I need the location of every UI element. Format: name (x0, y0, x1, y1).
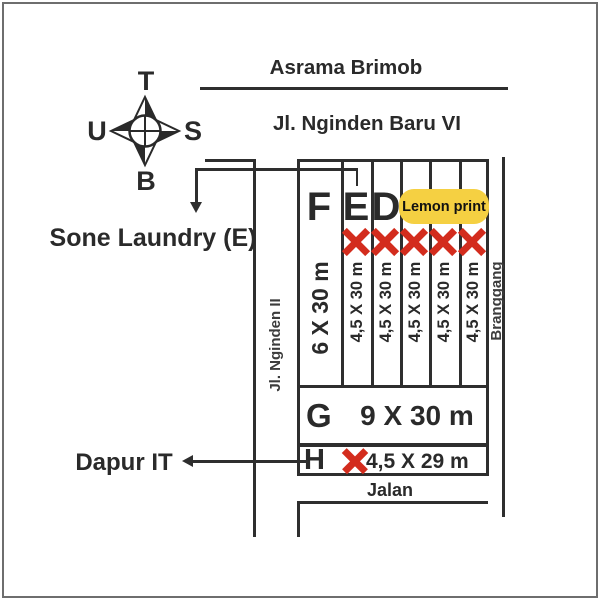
plot-size-d: 4,5 X 30 m (377, 261, 395, 343)
plot-label-g: G (306, 397, 332, 434)
sone-laundry-label: Sone Laundry (E) (49, 224, 257, 252)
left-street-top-stub (205, 159, 255, 162)
left-street-label: Jl. Nginden II (267, 298, 284, 392)
left-street-line (253, 159, 256, 537)
area-title-asrama-brimob: Asrama Brimob (269, 56, 423, 79)
bottom-road-label: Jalan (366, 480, 414, 500)
compass-label-u: U (87, 116, 107, 146)
branggang-lane-label: Branggang (488, 261, 505, 341)
lemon-print-label: Lemon print (402, 198, 486, 215)
plot-size-6: 4,5 X 30 m (464, 261, 482, 343)
plot-size-g: 9 X 30 m (360, 400, 474, 431)
asrama-boundary-line (200, 87, 508, 90)
compass-label-s: S (183, 116, 202, 146)
plot-size-4: 4,5 X 30 m (406, 261, 424, 343)
compass-label-b: B (136, 166, 156, 196)
plot-label-d: D (371, 185, 401, 229)
plot-label-f: F (306, 185, 332, 229)
plot-size-e: 4,5 X 30 m (348, 261, 366, 343)
plot-size-h: 4,5 X 29 m (366, 450, 469, 473)
plot-h-box (297, 444, 489, 476)
plot-label-h: H (304, 444, 325, 476)
column-divider (371, 162, 374, 385)
dapur-connector-line (191, 460, 308, 463)
laundry-arrowhead-icon (190, 202, 202, 213)
street-title-nginden-baru: Jl. Nginden Baru VI (273, 112, 461, 135)
column-divider (459, 162, 462, 385)
dapur-it-label: Dapur IT (75, 449, 173, 476)
compass-label-t: T (137, 66, 155, 96)
sold-x-icon-plot-h (343, 449, 367, 473)
dapur-arrowhead-icon (182, 455, 193, 467)
column-divider (341, 162, 344, 385)
compass-rose-icon (108, 94, 182, 168)
laundry-connector-hline (196, 168, 358, 171)
plot-size-f: 6 X 30 m (307, 261, 333, 355)
bottom-road-corner (297, 501, 300, 537)
plot-g-box (297, 385, 489, 446)
laundry-connector-vline-right (355, 168, 358, 186)
plot-size-5: 4,5 X 30 m (435, 261, 453, 343)
bottom-road-line (297, 501, 488, 504)
lemon-print-badge: Lemon print (399, 189, 489, 224)
column-divider (400, 162, 403, 385)
laundry-connector-vline-left (195, 168, 198, 203)
branggang-lane-line (502, 157, 505, 517)
plot-label-e: E (342, 185, 370, 229)
column-divider (429, 162, 432, 385)
